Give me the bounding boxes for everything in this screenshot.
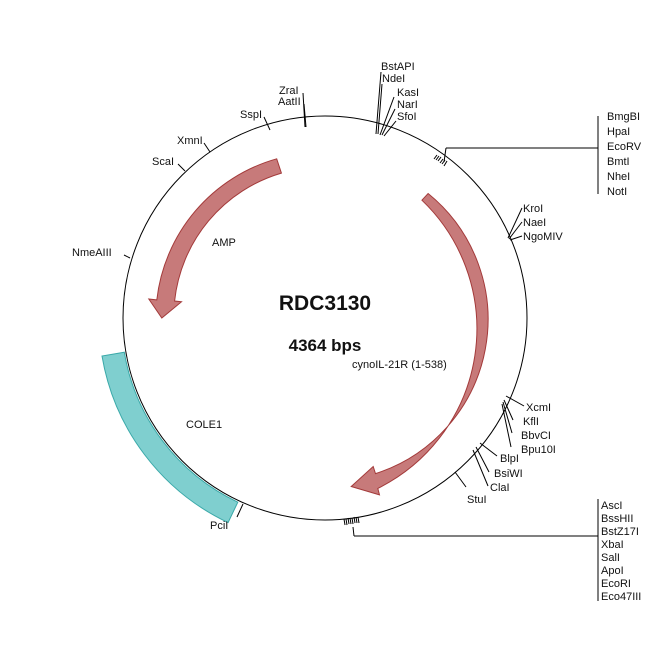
site-stui: StuI <box>454 471 487 506</box>
site-label-asci: AscI <box>601 500 622 512</box>
site-label-xbai: XbaI <box>601 539 624 551</box>
feature-amp-arrow[interactable] <box>147 158 283 319</box>
site-label-bstz17i: BstZ17I <box>601 526 639 538</box>
site-label-bstapi: BstAPI <box>381 61 415 73</box>
site-label-pcii: PciI <box>210 520 228 532</box>
site-label-nhei: NheI <box>607 171 630 183</box>
site-label-xcmi: XcmI <box>526 402 551 414</box>
plasmid-backbone <box>122 115 528 521</box>
site-xcm-group: XcmI KflI BbvCI Bpu10I <box>501 395 556 456</box>
plasmid-name: RDC3130 <box>279 292 371 315</box>
site-label-stui: StuI <box>467 494 487 506</box>
site-label-kasi: KasI <box>397 87 419 99</box>
site-label-eco47iii: Eco47III <box>601 591 641 603</box>
site-label-clai: ClaI <box>490 482 510 494</box>
plasmid-size: 4364 bps <box>289 336 362 355</box>
site-mcs2-group: AscI BssHII BstZ17I XbaI SalI ApoI EcoRI… <box>343 499 641 603</box>
site-label-bsshii: BssHII <box>601 513 633 525</box>
site-label-xmni: XmnI <box>177 135 203 147</box>
site-label-ecori: EcoRI <box>601 578 631 590</box>
site-blp-group: BlpI BsiWI ClaI <box>472 442 523 494</box>
feature-cynoil21r-arrow[interactable] <box>350 192 489 496</box>
site-label-apoi: ApoI <box>601 565 624 577</box>
site-xmni: XmnI <box>177 135 211 153</box>
site-pcii: PciI <box>210 503 244 532</box>
site-label-kfli: KflI <box>523 416 539 428</box>
site-label-noti: NotI <box>607 186 627 198</box>
site-zrai-aatii: ZraI AatII <box>278 85 307 128</box>
site-nmeaiii: NmeAIII <box>72 247 131 259</box>
site-label-bpu10i: Bpu10I <box>521 444 556 456</box>
site-label-kroi: KroI <box>523 203 543 215</box>
site-label-ndei: NdeI <box>382 73 405 85</box>
feature-label-cole1: COLE1 <box>186 419 222 431</box>
feature-label-amp: AMP <box>212 237 236 249</box>
site-label-ecorv: EcoRV <box>607 141 642 153</box>
site-label-scai: ScaI <box>152 156 174 168</box>
site-label-zrai: ZraI <box>279 85 299 97</box>
site-label-bmti: BmtI <box>607 156 630 168</box>
site-label-aatii: AatII <box>278 96 301 108</box>
site-label-ngomiv: NgoMIV <box>523 231 563 243</box>
site-label-blpi: BlpI <box>500 453 519 465</box>
site-label-bmgbi: BmgBI <box>607 111 640 123</box>
site-bstapi-group: BstAPI NdeI KasI NarI SfoI <box>375 61 419 137</box>
site-mcs1-group: BmgBI HpaI EcoRV BmtI NheI NotI <box>433 111 642 198</box>
site-label-nari: NarI <box>397 99 418 111</box>
feature-cole1-block[interactable] <box>101 351 239 524</box>
site-sspi: SspI <box>240 109 271 131</box>
site-label-nmeaiii: NmeAIII <box>72 247 112 259</box>
site-label-sspi: SspI <box>240 109 262 121</box>
site-label-naei: NaeI <box>523 217 546 229</box>
site-label-sali: SalI <box>601 552 620 564</box>
site-label-sfoi: SfoI <box>397 111 417 123</box>
site-label-bbvci: BbvCI <box>521 430 551 442</box>
site-kroi-group: KroI NaeI NgoMIV <box>507 203 563 243</box>
site-label-bsiwi: BsiWI <box>494 468 523 480</box>
site-label-hpai: HpaI <box>607 126 630 138</box>
feature-label-cynoil21r: cynoIL-21R (1-538) <box>352 359 447 371</box>
site-scai: ScaI <box>152 156 186 172</box>
